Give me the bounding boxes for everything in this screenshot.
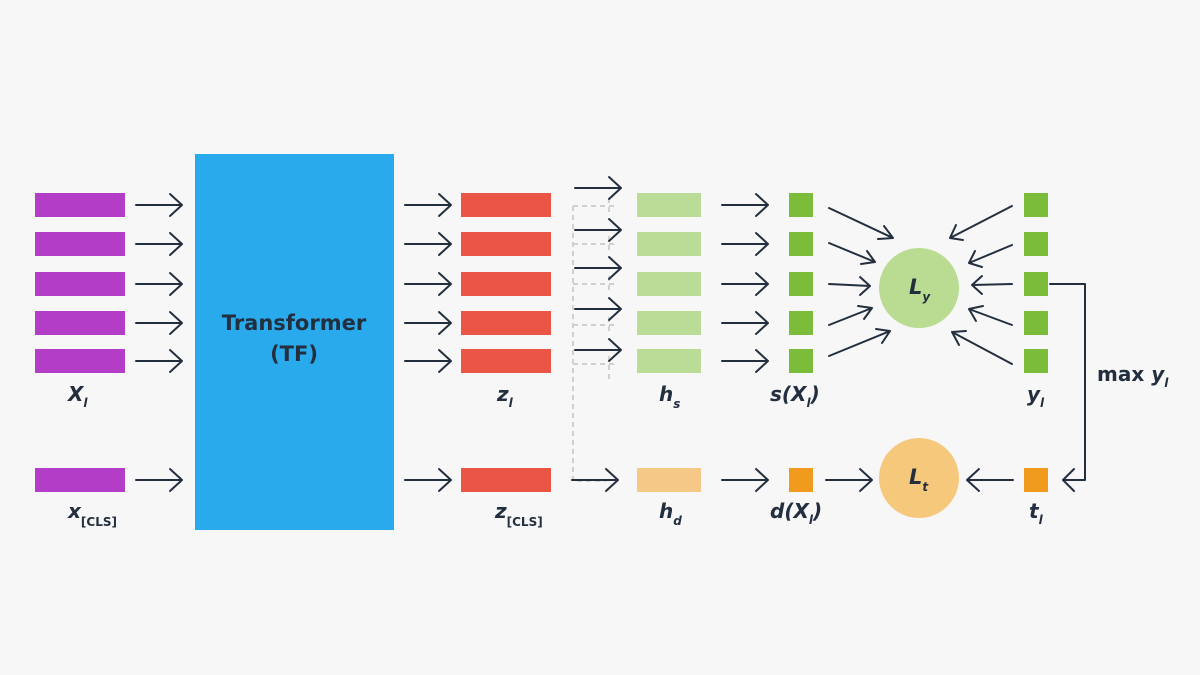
- z-token-bar: [461, 232, 551, 256]
- z-tokens-label: zl: [496, 382, 514, 410]
- label-square: [1024, 349, 1048, 373]
- arrow-icon: [949, 205, 1013, 241]
- arrow-icon: [951, 330, 1013, 365]
- input-tokens: [35, 193, 125, 492]
- h-s-bar: [637, 272, 701, 296]
- dashed-connectors: [572, 198, 614, 482]
- target-square: [1024, 468, 1048, 492]
- h-tokens: [637, 193, 701, 492]
- score-square: [789, 272, 813, 296]
- arrow-icon: [828, 276, 871, 296]
- arrow-icon: [404, 193, 452, 217]
- arrow-icon: [721, 468, 769, 492]
- labels: Xl x[CLS] zl z[CLS] hs hd s(Xl) d(Xl) yl…: [66, 275, 1169, 529]
- h-s-bar: [637, 311, 701, 335]
- arrow-icon: [721, 311, 769, 335]
- h-s-bar: [637, 193, 701, 217]
- s-x-label: s(Xl): [770, 382, 820, 410]
- label-square: [1024, 272, 1048, 296]
- input-token-bar: [35, 311, 125, 335]
- z-token-bar: [461, 193, 551, 217]
- arrow-icon: [574, 218, 622, 242]
- input-token-bar: [35, 272, 125, 296]
- arrow-icon: [404, 232, 452, 256]
- z-token-bar: [461, 311, 551, 335]
- z-token-bar: [461, 272, 551, 296]
- arrow-icon: [135, 311, 183, 335]
- score-square: [789, 311, 813, 335]
- arrow-icon: [571, 468, 619, 492]
- arrow-icon: [404, 272, 452, 296]
- arrow-icon: [404, 349, 452, 373]
- domain-score-square: [789, 468, 813, 492]
- transformer-title: Transformer: [222, 311, 367, 335]
- score-square: [789, 232, 813, 256]
- label-square: [1024, 193, 1048, 217]
- z-token-bar: [461, 349, 551, 373]
- h-d-label: hd: [659, 499, 682, 528]
- arrows: [135, 176, 1086, 492]
- label-squares: [1024, 193, 1048, 492]
- arrow-icon: [828, 305, 873, 326]
- arrow-icon: [135, 232, 183, 256]
- arrow-icon: [825, 468, 873, 492]
- loss-y-label: Ly: [909, 275, 931, 304]
- score-squares: [789, 193, 813, 492]
- transformer-block: [195, 154, 394, 530]
- score-square: [789, 349, 813, 373]
- arrow-icon: [135, 272, 183, 296]
- z-cls-bar: [461, 468, 551, 492]
- loss-t-label: Lt: [909, 465, 929, 494]
- max-bracket-arrow: [1049, 283, 1086, 492]
- transformer-subtitle: (TF): [270, 342, 318, 366]
- arrow-icon: [574, 297, 622, 321]
- arrow-icon: [968, 244, 1013, 268]
- arrow-icon: [135, 349, 183, 373]
- h-s-bar: [637, 232, 701, 256]
- arrow-icon: [828, 242, 876, 265]
- z-tokens: [461, 193, 551, 492]
- arrow-icon: [828, 207, 894, 240]
- arrow-icon: [968, 305, 1013, 326]
- arrow-icon: [721, 193, 769, 217]
- x-cls-label: x[CLS]: [67, 499, 117, 529]
- arrow-icon: [574, 256, 622, 280]
- arrow-icon: [135, 468, 183, 492]
- arrow-icon: [135, 193, 183, 217]
- arrow-icon: [721, 349, 769, 373]
- max-y-label: max yl: [1097, 362, 1169, 390]
- h-d-bar: [637, 468, 701, 492]
- arrow-icon: [404, 311, 452, 335]
- arrow-icon: [721, 272, 769, 296]
- arrow-icon: [574, 176, 622, 200]
- y-label: yl: [1027, 382, 1045, 410]
- h-s-label: hs: [659, 382, 680, 411]
- x-tokens-label: Xl: [66, 382, 88, 410]
- arrow-icon: [574, 338, 622, 362]
- input-token-bar: [35, 193, 125, 217]
- arrow-icon: [721, 232, 769, 256]
- h-s-bar: [637, 349, 701, 373]
- label-square: [1024, 232, 1048, 256]
- d-x-label: d(Xl): [770, 499, 822, 527]
- label-square: [1024, 311, 1048, 335]
- score-square: [789, 193, 813, 217]
- arrow-icon: [828, 328, 891, 357]
- loss-y-circle: [879, 248, 959, 328]
- arrow-icon: [404, 468, 452, 492]
- loss-t-circle: [879, 438, 959, 518]
- z-cls-label: z[CLS]: [494, 499, 543, 529]
- arrow-icon: [966, 468, 1014, 492]
- t-label: tl: [1029, 499, 1044, 527]
- input-token-bar: [35, 349, 125, 373]
- arrow-icon: [971, 275, 1013, 295]
- input-token-bar: [35, 232, 125, 256]
- input-cls-bar: [35, 468, 125, 492]
